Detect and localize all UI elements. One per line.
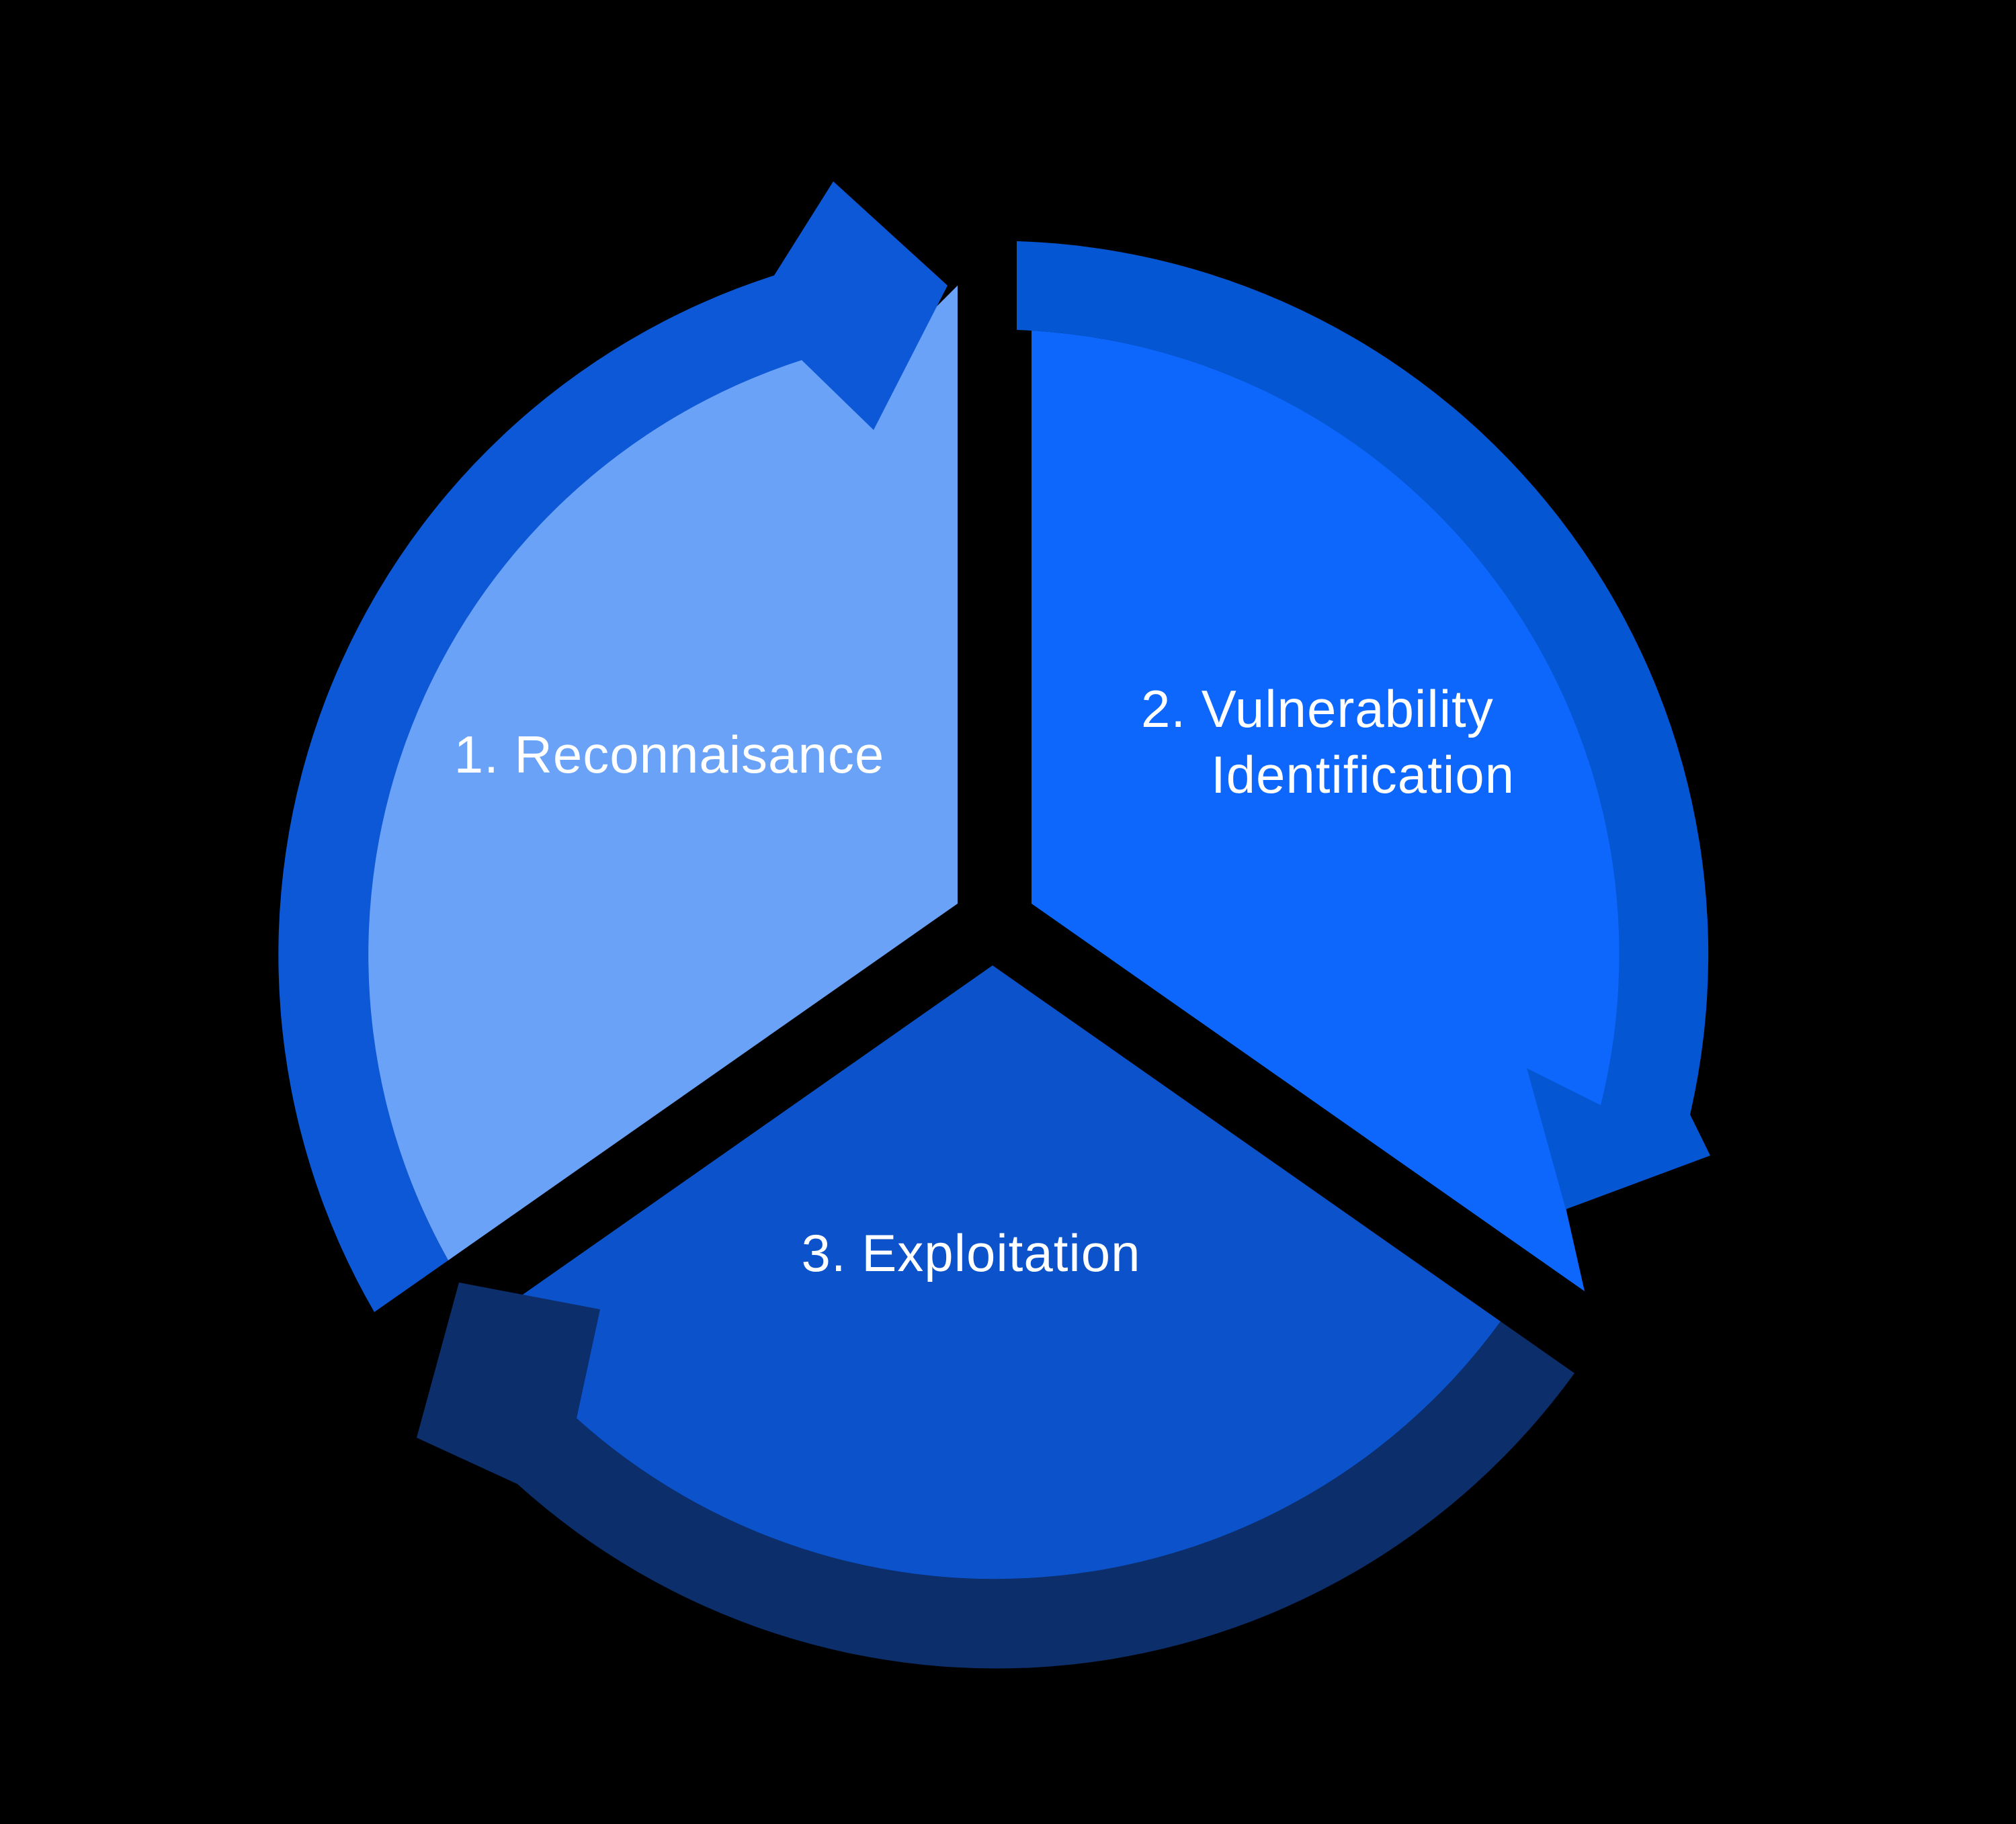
segment-exploitation — [442, 965, 1501, 1579]
arrow-exploitation-to-reconnaissance — [417, 1283, 1574, 1669]
label-vulnerability-line2: Identification — [1211, 745, 1515, 804]
arrow-vulnerability-to-exploitation — [1017, 241, 1710, 1209]
label-vulnerability-line1: 2. Vulnerability — [1141, 679, 1494, 738]
label-exploitation: 3. Exploitation — [802, 1223, 1141, 1283]
segment-vulnerability-identification — [1032, 331, 1620, 1291]
arrow-reconnaissance-to-vulnerability — [278, 181, 948, 1312]
segment-reconnaissance — [368, 286, 958, 1260]
label-reconnaissance: 1. Reconnaisance — [454, 725, 884, 784]
